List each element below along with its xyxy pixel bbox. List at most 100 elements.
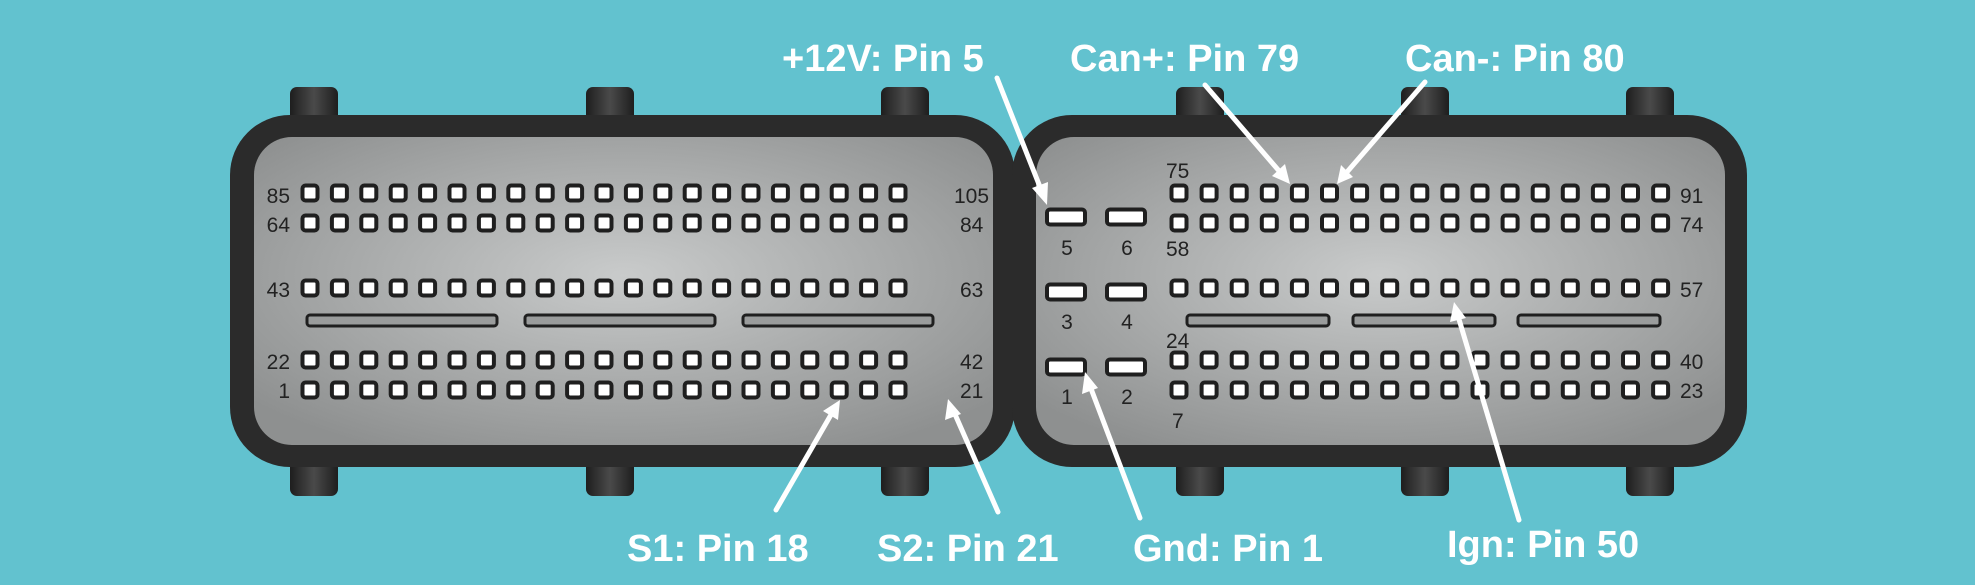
pin [1259, 380, 1279, 400]
pin [447, 183, 467, 203]
pin [800, 350, 820, 370]
pin [1530, 183, 1550, 203]
pin [1500, 278, 1520, 298]
left-row2-start-label: 64 [267, 214, 291, 237]
pin [535, 183, 555, 203]
pin [418, 213, 438, 233]
pin [1045, 207, 1087, 227]
pin [1500, 213, 1520, 233]
pin [1105, 207, 1147, 227]
pin [506, 350, 526, 370]
pin [1410, 213, 1430, 233]
callout-gnd: Gnd: Pin 1 [1133, 528, 1323, 570]
pin [329, 380, 349, 400]
right-row3-below-label: 24 [1166, 330, 1190, 353]
pin [1350, 213, 1370, 233]
pin [653, 213, 673, 233]
pin [1500, 380, 1520, 400]
pin [1259, 278, 1279, 298]
arrow-ign [1450, 302, 1522, 523]
pin [1105, 357, 1147, 377]
pin [653, 278, 673, 298]
pin [1259, 350, 1279, 370]
power-pin-label-2: 2 [1121, 386, 1133, 409]
pin [1229, 278, 1249, 298]
pin [653, 350, 673, 370]
pin [447, 350, 467, 370]
pin [300, 278, 320, 298]
pin [418, 350, 438, 370]
right-slot-1 [1185, 313, 1331, 328]
pin [1229, 183, 1249, 203]
pin [1530, 350, 1550, 370]
pin [418, 380, 438, 400]
pin [329, 278, 349, 298]
pin [682, 213, 702, 233]
pin [1320, 350, 1339, 370]
right-slot-3 [1516, 313, 1662, 328]
pin [800, 213, 820, 233]
pin [829, 213, 849, 233]
pin [1045, 282, 1087, 302]
pin [1199, 183, 1219, 203]
pin [829, 350, 849, 370]
pin [535, 213, 555, 233]
right-slots [1185, 313, 1662, 328]
pin [741, 350, 761, 370]
pin [565, 278, 585, 298]
pin [653, 183, 673, 203]
pin [1350, 183, 1370, 203]
pin [594, 183, 614, 203]
arrow-canminus [1337, 79, 1428, 184]
pin [359, 350, 379, 370]
pin [888, 350, 908, 370]
pin [388, 183, 408, 203]
pin [1350, 350, 1370, 370]
pin [1169, 350, 1189, 370]
pin [1199, 213, 1219, 233]
pin [829, 183, 849, 203]
pin [476, 278, 496, 298]
left-slots [305, 313, 935, 328]
pin [594, 350, 614, 370]
left-pin-grid [300, 183, 908, 400]
callout-canminus: Can-: Pin 80 [1405, 38, 1625, 80]
left-slot-2 [523, 313, 717, 328]
pin [388, 278, 408, 298]
arrow-plus12v [994, 75, 1048, 205]
pin [1259, 213, 1279, 233]
pin [1440, 350, 1460, 370]
pin [535, 350, 555, 370]
left-row1-start-label: 85 [267, 185, 290, 208]
pin [447, 213, 467, 233]
pin [418, 278, 438, 298]
pin [1410, 350, 1430, 370]
power-pin-block [1045, 207, 1147, 377]
pin [1621, 380, 1640, 400]
pin [1621, 350, 1640, 370]
left-row3-end-label: 63 [960, 279, 983, 302]
pin [1259, 183, 1279, 203]
left-row2-end-label: 84 [960, 214, 984, 237]
pin [712, 350, 732, 370]
pin [800, 278, 820, 298]
pin [653, 380, 673, 400]
pin [770, 380, 790, 400]
pin [565, 183, 585, 203]
pin [1651, 278, 1671, 298]
pin [741, 380, 761, 400]
pin [329, 213, 349, 233]
pin [741, 278, 761, 298]
pin [594, 213, 614, 233]
pin [506, 278, 526, 298]
power-pin-label-6: 6 [1121, 237, 1133, 260]
pin [535, 380, 555, 400]
pin [712, 183, 732, 203]
pin [859, 183, 879, 203]
pin [1590, 213, 1610, 233]
pin [1530, 278, 1550, 298]
pin [1320, 183, 1339, 203]
pin [1289, 213, 1309, 233]
pin [1621, 278, 1640, 298]
pin [623, 380, 643, 400]
